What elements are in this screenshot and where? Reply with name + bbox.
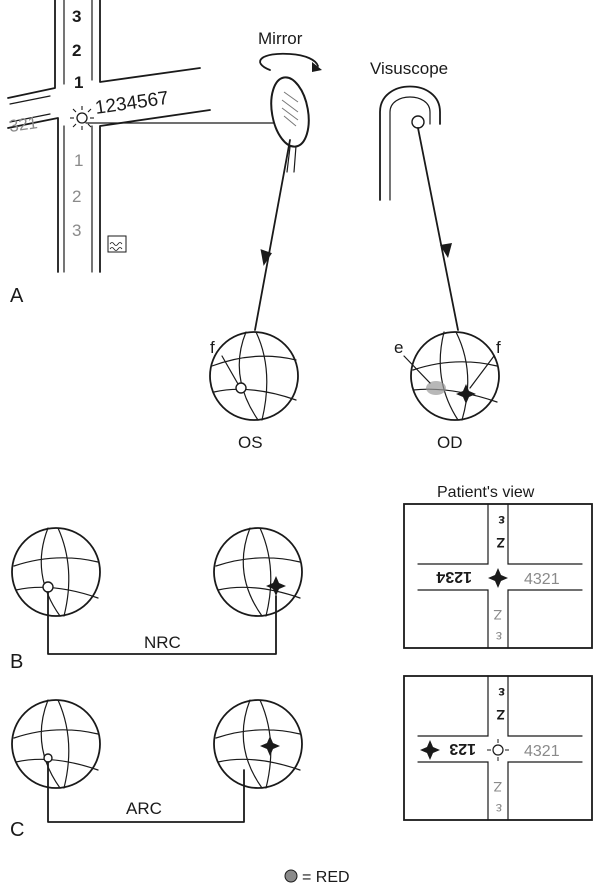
visuscope-outer (379, 85, 441, 201)
od-eye-label: OD (437, 433, 463, 452)
patient-view-b-star-icon (488, 568, 508, 588)
cross-top-number-2: 2 (72, 41, 81, 60)
cross-inner-lines (63, 0, 93, 273)
eye-os-meridians (211, 331, 297, 421)
patient-view-b-top-numbers: ε (498, 513, 505, 529)
panel-c-connector (47, 761, 245, 823)
mirror-glass (270, 76, 310, 148)
panel-b-connector (47, 591, 277, 655)
patient-view-b-top-2: Z (496, 535, 505, 551)
patient-view-c-right-numbers: 4321 (524, 743, 560, 760)
patient-view-c-star-icon (420, 740, 440, 760)
patient-view-b-bottom-3: ε (496, 629, 502, 645)
eye-os: f OS (209, 331, 299, 452)
panel-c-eyes: ARC (11, 699, 303, 823)
panel-c-right-star-icon (260, 736, 280, 756)
od-eccentric-pointer (403, 355, 431, 384)
od-ray-arrowhead (440, 243, 452, 258)
visuscope-label: Visuscope (370, 59, 448, 78)
mirror: Mirror (258, 29, 322, 173)
cross-left-numbers: 321 (8, 113, 39, 136)
panel-c-connector-label: ARC (126, 799, 162, 818)
os-fovea-marker (235, 382, 247, 394)
panel-label-a: A (10, 285, 24, 307)
os-ray-arrowhead (260, 249, 272, 266)
panel-b-left-eye-meridians (13, 527, 99, 617)
os-eye-label: OS (238, 433, 263, 452)
od-star-icon (456, 384, 476, 404)
patient-view-c: ε Z Z ε 123 4321 (403, 675, 593, 821)
mirror-label: Mirror (258, 29, 303, 48)
os-ray (254, 139, 291, 331)
center-light-icon (70, 106, 94, 130)
panel-b-eyes: NRC (11, 527, 303, 655)
cross-bottom-number-3: 3 (72, 221, 81, 240)
patient-view-c-top-3: ε (498, 685, 505, 701)
red-marker-icon (284, 869, 298, 883)
os-fixation-label: f (210, 338, 215, 357)
patient-view-c-light-icon (487, 739, 509, 761)
cross-bottom-number-2: 2 (72, 187, 81, 206)
patient-view-c-bottom-3: ε (496, 801, 502, 817)
os-fovea-pointer (221, 355, 239, 385)
od-eccentric-spot (426, 381, 446, 395)
cross-bottom-number-1: 1 (74, 151, 83, 170)
legend-red-label: = RED (302, 869, 350, 886)
panel-label-c: C (10, 819, 24, 841)
panel-b-right-star-icon (266, 576, 286, 596)
panel-b-connector-label: NRC (144, 633, 181, 652)
legend: = RED (284, 869, 350, 886)
panel-b-right-eye-meridians (215, 527, 301, 617)
od-eccentric-label: e (394, 338, 403, 357)
mirror-handle (286, 145, 297, 173)
patient-view-c-bottom-2: Z (493, 779, 502, 795)
visuscope-inner (389, 96, 431, 201)
panel-c-right-eye-meridians (215, 699, 301, 789)
mirror-rotation-arrow (259, 52, 319, 71)
cross-top-number-1: 1 (74, 73, 83, 92)
cross-right-numbers: 1234567 (94, 88, 170, 119)
cross-top-number-3: 3 (72, 7, 81, 26)
cross-target: 3 2 1 1 2 3 321 1234567 (7, 0, 211, 273)
patient-view-b-left-numbers: 1234 (436, 568, 472, 585)
patient-view-c-cross (417, 675, 583, 821)
patient-view-b-cross (417, 503, 583, 649)
panel-label-b: B (10, 651, 23, 673)
cross-right-arm (99, 0, 211, 273)
eye-od: e f OD (394, 331, 501, 452)
od-fixation-label: f (496, 338, 501, 357)
panel-b-left-fovea (42, 581, 54, 593)
rb-filter-icon (107, 235, 127, 253)
mirror-hatching (281, 91, 299, 127)
patient-view-title: Patient's view (437, 484, 535, 501)
visuscope-target (411, 115, 425, 129)
patient-view-b-right-numbers: 4321 (524, 571, 560, 588)
patient-view-c-top-2: Z (496, 707, 505, 723)
od-fixation-pointer (469, 355, 495, 389)
cross-left-arm (7, 0, 59, 273)
patient-view-b-bottom-numbers: Z (493, 607, 502, 623)
eye-od-meridians (412, 331, 498, 421)
cross-left-inner (9, 95, 51, 123)
panel-c-left-fovea (43, 753, 53, 763)
patient-view-c-left-numbers: 123 (449, 740, 476, 757)
mirror-rotation-arrowhead (312, 62, 322, 72)
patient-view-b: Patient's view ε Z Z ε 1234 4321 (403, 484, 593, 649)
od-ray (417, 127, 459, 331)
visuscope: Visuscope (370, 59, 448, 201)
panel-c-left-eye-meridians (13, 699, 99, 789)
